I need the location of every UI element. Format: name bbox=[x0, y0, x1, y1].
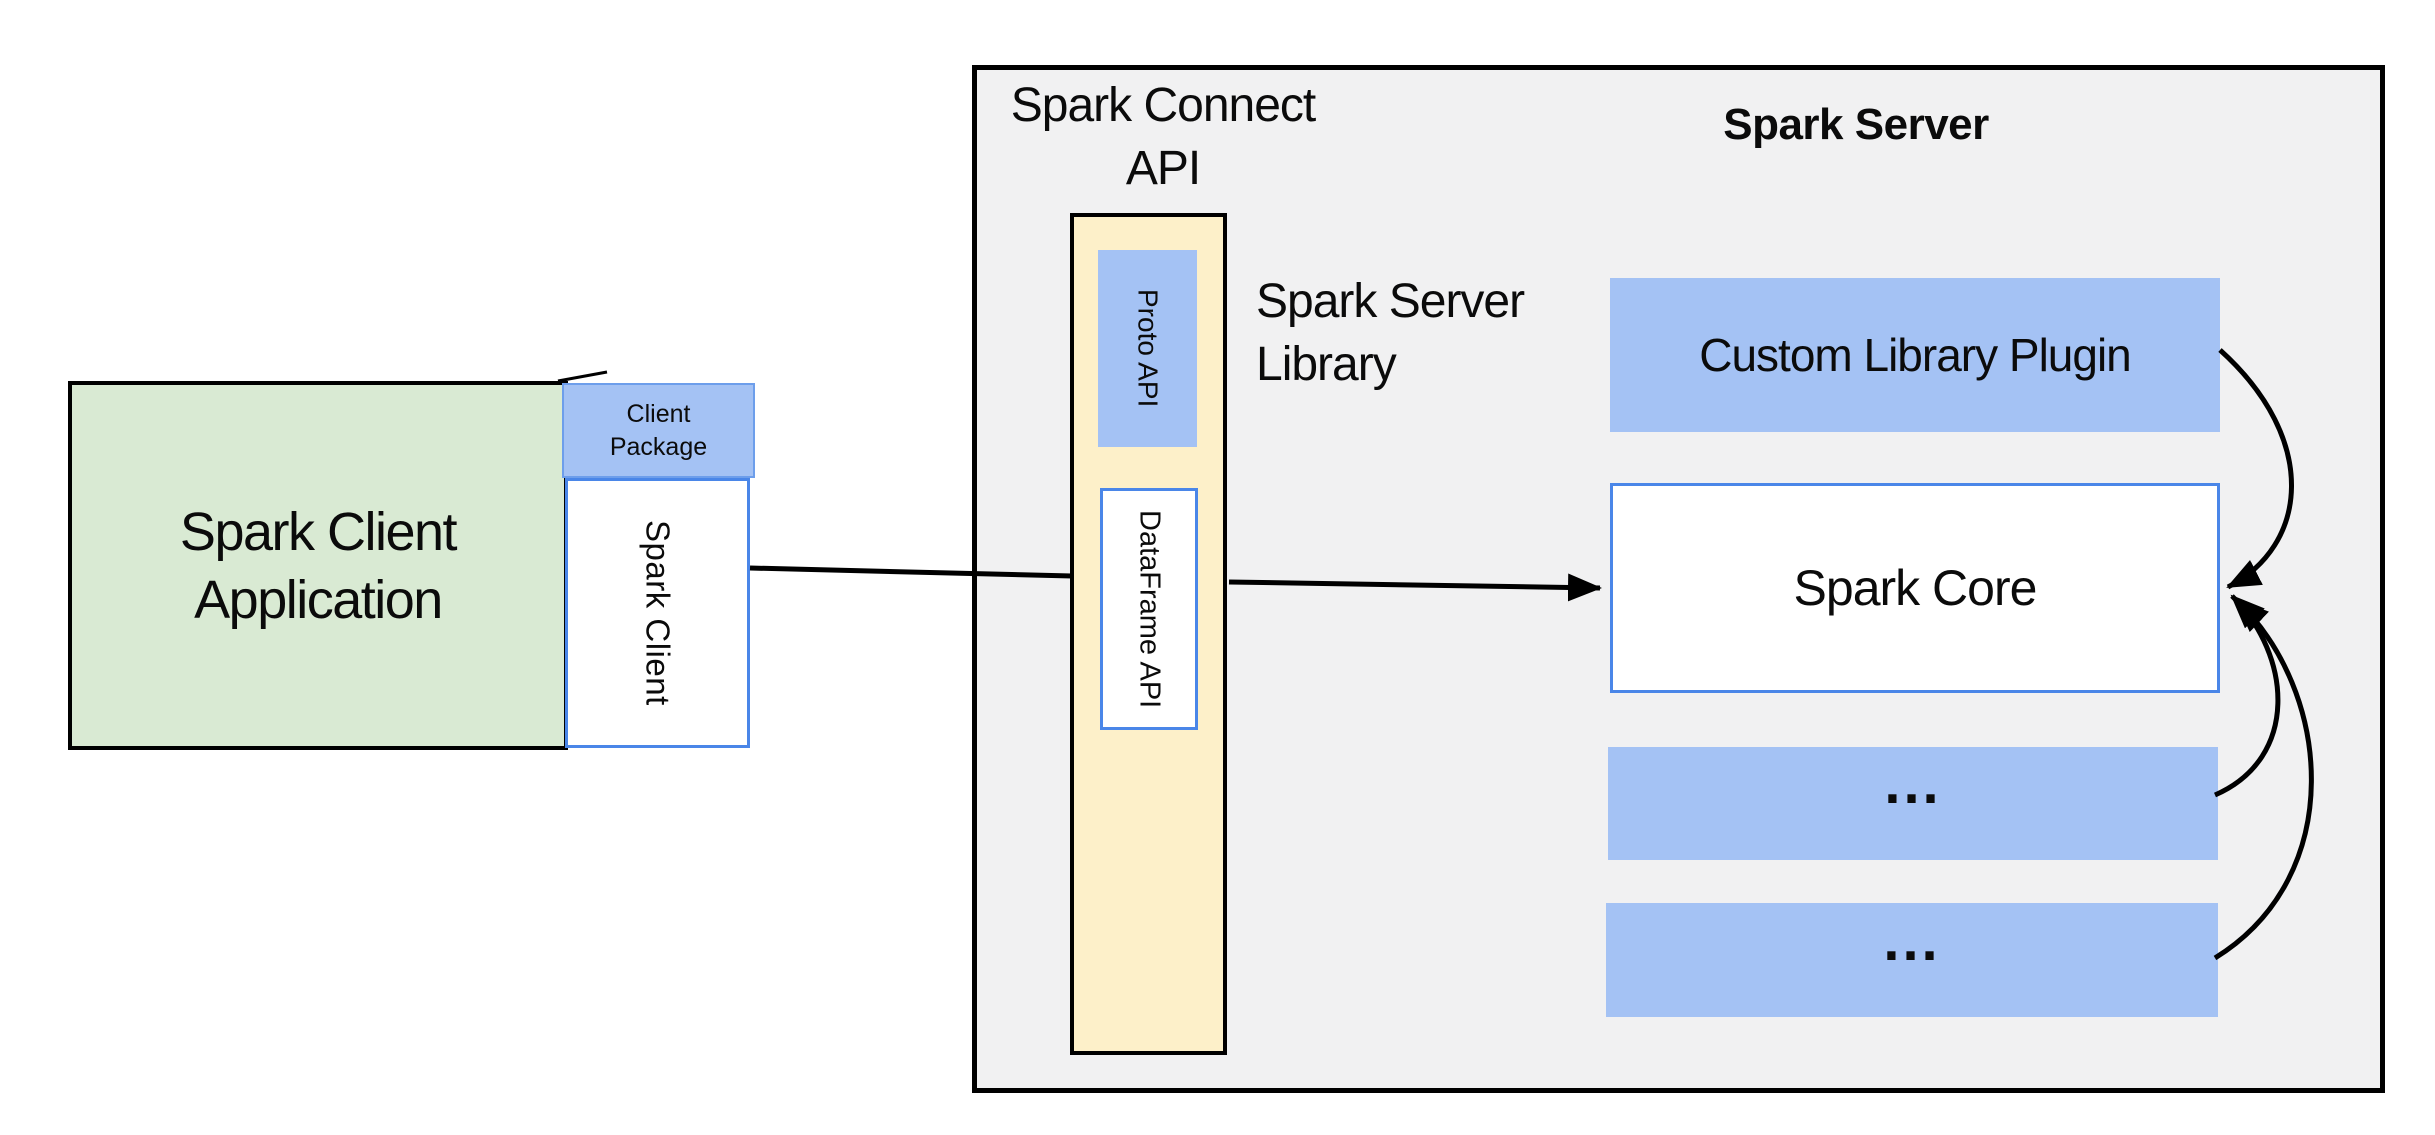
spark-connect-api-title-line2: API bbox=[1125, 142, 1201, 195]
ellipsis-label-2: ... bbox=[1883, 907, 1941, 973]
ellipsis-label-1: ... bbox=[1884, 750, 1942, 816]
spark-client-app-label-line2: Application bbox=[194, 569, 443, 630]
spark-client-app-label: Spark Client Application bbox=[179, 498, 458, 634]
ellipsis-box-1: ... bbox=[1608, 747, 2218, 860]
custom-library-plugin-box: Custom Library Plugin bbox=[1610, 278, 2220, 432]
ellipsis-box-2: ... bbox=[1606, 903, 2218, 1017]
spark-connect-api-title-line1: Spark Connect bbox=[1010, 79, 1317, 132]
spark-core-label: Spark Core bbox=[1793, 560, 2038, 616]
custom-library-plugin-label: Custom Library Plugin bbox=[1699, 329, 2132, 381]
proto-api-box: Proto API bbox=[1098, 250, 1197, 447]
spark-core-box: Spark Core bbox=[1610, 483, 2220, 693]
client-package-label-line2: Package bbox=[609, 432, 708, 461]
client-package-label-line1: Client bbox=[626, 399, 691, 428]
spark-server-library-label-line1: Spark Server bbox=[1256, 275, 1525, 328]
dataframe-api-box: DataFrame API bbox=[1100, 488, 1198, 730]
spark-connect-api-title: Spark Connect API bbox=[963, 74, 1363, 200]
client-package-box: Client Package bbox=[562, 383, 755, 478]
dataframe-api-label: DataFrame API bbox=[1133, 509, 1166, 709]
spark-client-box: Spark Client bbox=[565, 478, 750, 748]
proto-api-label: Proto API bbox=[1132, 289, 1164, 408]
spark-server-library-label-line2: Library bbox=[1256, 338, 1397, 391]
spark-client-label: Spark Client bbox=[639, 520, 677, 706]
green-box-edge-artifact-line bbox=[557, 370, 608, 383]
spark-server-title: Spark Server bbox=[1723, 100, 1989, 149]
spark-client-app-box: Spark Client Application bbox=[68, 381, 568, 750]
spark-client-app-label-line1: Spark Client bbox=[179, 501, 458, 562]
client-package-label: Client Package bbox=[610, 398, 707, 464]
spark-server-library-label: Spark Server Library bbox=[1256, 270, 1676, 396]
